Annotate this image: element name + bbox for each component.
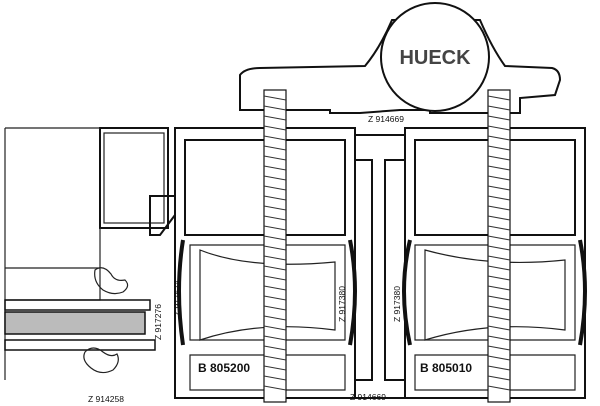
upper-gasket: [94, 267, 129, 295]
svg-text:HUECK: HUECK: [399, 47, 471, 69]
lower-gasket: [83, 347, 119, 374]
top-cover-profile: [239, 19, 562, 114]
screw-right: [487, 89, 511, 403]
label-vertical-d: Z 917380: [392, 286, 402, 322]
insulation-strips: [177, 239, 587, 346]
label-bottom-left: Z 914258: [88, 394, 124, 404]
label-vertical-b: Z 917574: [172, 280, 182, 316]
center-mullion: [354, 134, 406, 399]
label-profile-right: B 805010: [420, 361, 472, 375]
hueck-logo: HUECK: [380, 2, 490, 112]
label-top-center: Z 914669: [368, 114, 404, 124]
label-profile-left: B 805200: [198, 361, 250, 375]
label-vertical-c: Z 917380: [337, 286, 347, 322]
label-vertical-a: Z 917276: [153, 304, 163, 340]
label-bottom-center: Z 914669: [350, 392, 386, 402]
screw-left: [263, 89, 287, 403]
glass-pane: [4, 299, 156, 351]
left-sash-frame: [4, 127, 176, 380]
